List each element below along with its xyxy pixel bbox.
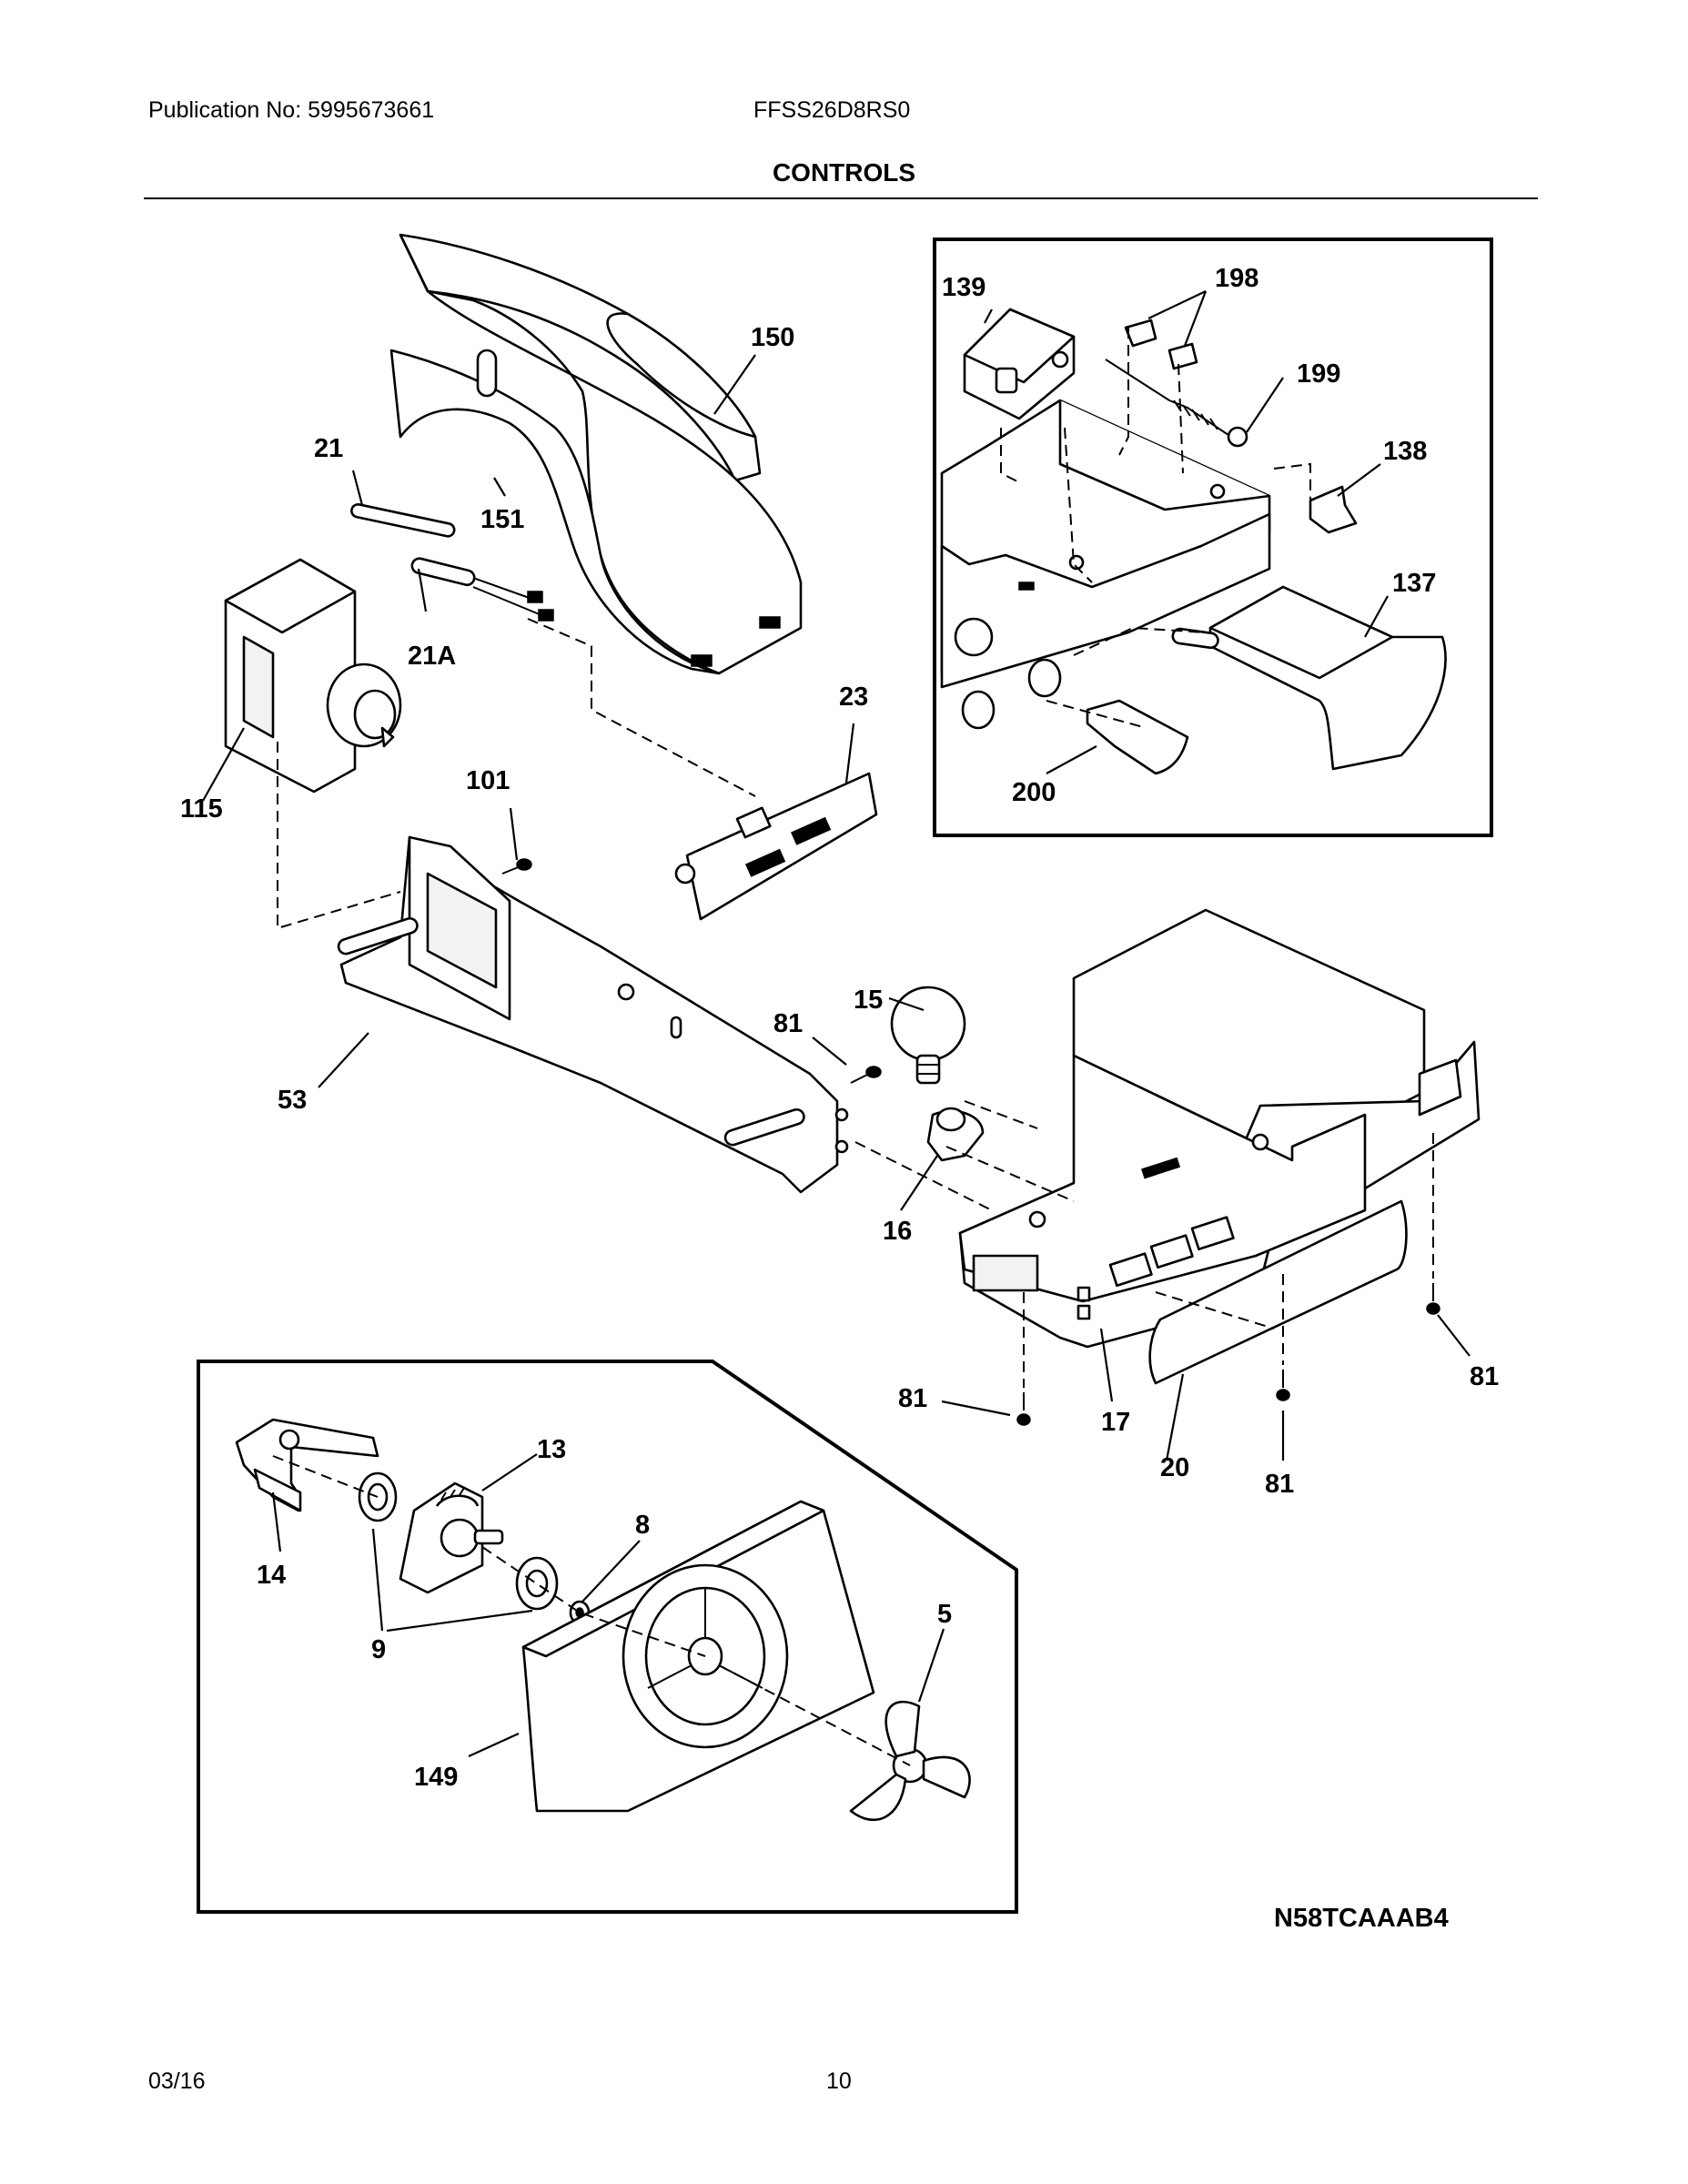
label-16: 16 [883,1217,912,1246]
pad-200 [1086,699,1189,775]
label-101: 101 [466,766,510,795]
panel-20 [1148,1199,1408,1385]
diagram-code: N58TCAAAB4 [1274,1904,1449,1933]
leader-lines [202,290,1471,1758]
screw-81-d [1426,1283,1440,1315]
socket-16 [926,1107,985,1162]
label-20: 20 [1160,1453,1189,1482]
label-198: 198 [1215,264,1258,293]
label-53: 53 [278,1086,307,1115]
label-14: 14 [257,1561,286,1590]
label-17: 17 [1101,1408,1130,1437]
label-137: 137 [1392,569,1436,598]
label-151: 151 [480,505,524,534]
spring-199 [1105,359,1248,448]
housing-inset [940,399,1271,730]
label-21a: 21A [408,642,456,671]
label-15: 15 [854,986,883,1015]
housing-53 [337,835,849,1194]
label-81-a: 81 [773,1009,803,1038]
label-138: 138 [1383,437,1427,466]
page-number: 10 [826,2068,852,2094]
dashed-guides [272,328,1434,1766]
footer-date: 03/16 [148,2068,206,2094]
bracket-138 [1309,485,1358,534]
label-5: 5 [937,1600,952,1629]
bracket-14 [235,1418,379,1512]
label-150: 150 [751,323,794,352]
label-200: 200 [1012,778,1056,807]
shroud-149 [521,1500,875,1813]
clip-198 [1124,318,1198,370]
control-box-115 [224,558,402,794]
actuator-137 [1171,585,1447,771]
screw-81-b [1016,1392,1031,1426]
circuit-board-23 [674,772,878,921]
label-81-d: 81 [1470,1362,1499,1391]
sensor-21a [410,557,554,622]
label-13: 13 [537,1435,566,1464]
air-duct-151 [389,234,803,675]
part-labels: 150 151 21 21A 115 101 23 53 81 15 16 17… [180,264,1499,1792]
label-81-b: 81 [898,1384,927,1413]
label-81-c: 81 [1265,1470,1294,1499]
inset-frame-top [933,238,1493,837]
label-9: 9 [371,1635,386,1664]
label-23: 23 [839,682,868,712]
label-115: 115 [180,794,223,824]
label-149: 149 [414,1763,458,1792]
bulb-15 [890,986,966,1085]
header-rule [144,197,1538,199]
label-199: 199 [1297,359,1340,389]
screw-101 [501,858,532,875]
screw-81-a [850,1066,882,1084]
dispenser-housing-17 [958,908,1481,1349]
sensor-21 [350,503,456,538]
label-139: 139 [942,273,986,302]
switch-139 [963,308,1076,420]
publication-number: Publication No: 5995673661 [148,97,435,123]
label-21: 21 [314,434,343,463]
section-title: CONTROLS [772,158,916,187]
fan-blade-5 [849,1700,971,1821]
motor-13 [399,1481,504,1594]
air-duct-150 [399,233,762,482]
screw-81-c [1276,1370,1290,1401]
model-number: FFSS26D8RS0 [753,97,911,123]
inset-frame-bottom [197,1360,1018,1914]
label-8: 8 [635,1511,650,1540]
